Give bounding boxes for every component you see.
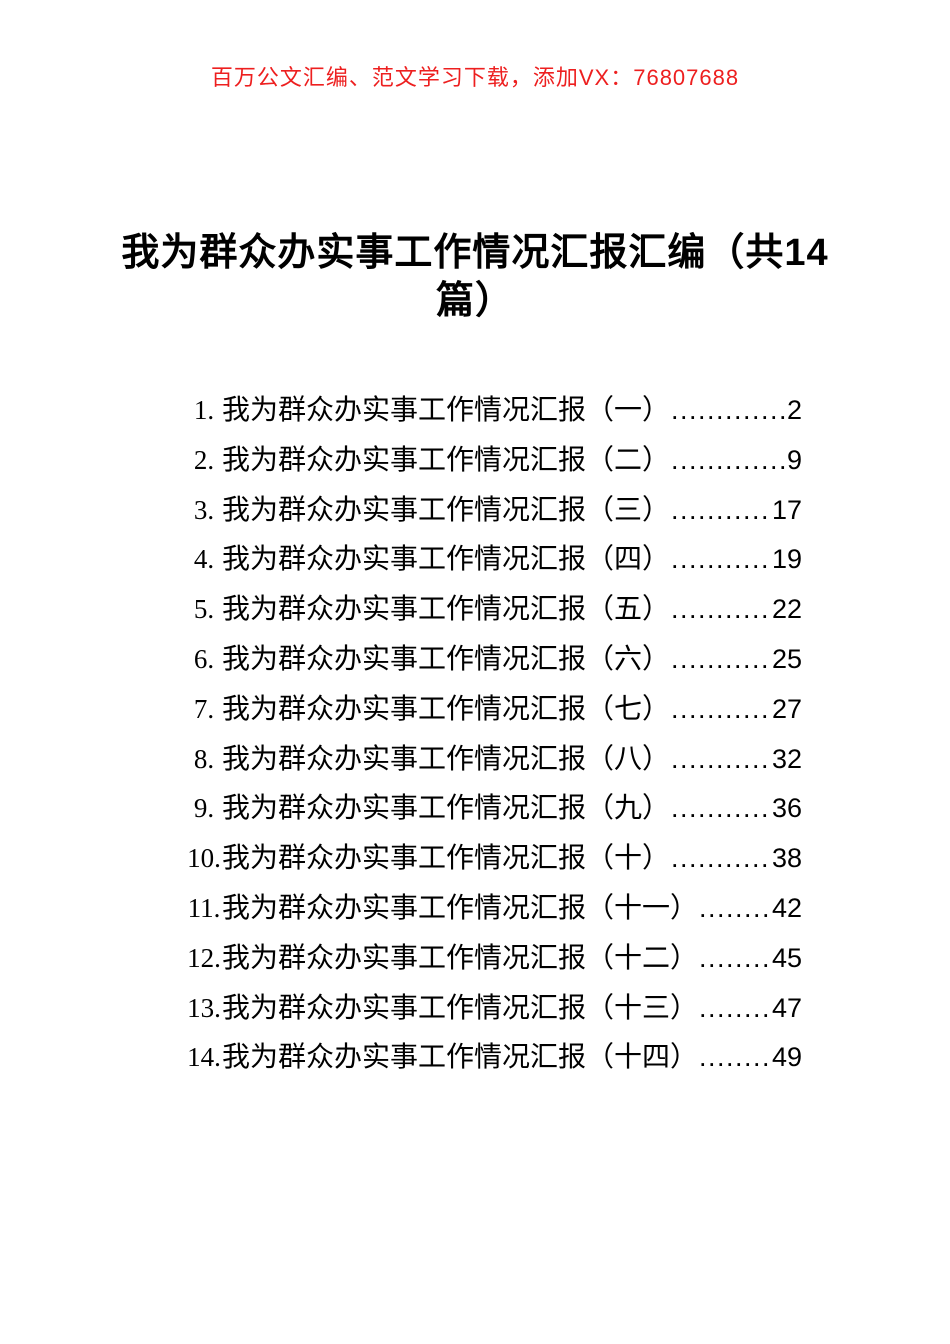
toc-item-label: 我为群众办实事工作情况汇报（七） [222, 692, 671, 724]
toc-item[interactable]: 9. 我为群众办实事工作情况汇报（九） ....................… [186, 777, 802, 827]
document-title: 我为群众办实事工作情况汇报汇编（共14 篇） [0, 229, 950, 325]
toc-item[interactable]: 3. 我为群众办实事工作情况汇报（三） ....................… [186, 479, 802, 529]
toc-item-number: 14. [187, 1042, 221, 1073]
document-title-line-2: 篇） [435, 280, 514, 322]
toc-page-number: 36 [771, 793, 802, 824]
toc-page-number: 38 [771, 843, 802, 874]
toc-item[interactable]: 11. 我为群众办实事工作情况汇报（十一） ..................… [186, 877, 802, 927]
toc-leader-dots: ........................................… [671, 594, 771, 625]
toc-item[interactable]: 10. 我为群众办实事工作情况汇报（十） ...................… [186, 827, 802, 877]
toc-page-number: 2 [786, 395, 802, 425]
toc-page-number: 22 [771, 594, 802, 625]
toc-leader-dots: ........................................… [699, 992, 771, 1023]
toc-item-number: 4. [193, 544, 215, 575]
toc-item-label: 我为群众办实事工作情况汇报（二） [222, 443, 671, 475]
toc-item-number: 13. [187, 992, 221, 1023]
toc-item-number: 3. [193, 494, 215, 525]
toc-leader-dots: ........................................… [671, 743, 771, 774]
toc-item[interactable]: 5. 我为群众办实事工作情况汇报（五） ....................… [186, 578, 802, 628]
toc-item-label: 我为群众办实事工作情况汇报（八） [222, 742, 671, 774]
toc-page-number: 47 [771, 992, 802, 1023]
toc-item-number: 12. [187, 942, 221, 973]
toc-page-number: 9 [786, 444, 802, 475]
toc-item-number: 1. [193, 395, 215, 425]
toc-item-label: 我为群众办实事工作情况汇报（十二） [222, 941, 699, 973]
promo-header-text: 百万公文汇编、范文学习下载，添加VX：76807688 [210, 65, 740, 90]
toc-page-number: 49 [771, 1042, 802, 1073]
toc-item-label: 我为群众办实事工作情况汇报（九） [222, 792, 671, 824]
toc-item[interactable]: 2. 我为群众办实事工作情况汇报（二） ....................… [186, 429, 802, 479]
toc-item-number: 6. [193, 643, 215, 674]
toc-leader-dots: ........................................… [671, 843, 771, 874]
toc-item[interactable]: 13. 我为群众办实事工作情况汇报（十三） ..................… [186, 977, 802, 1027]
toc-item-label: 我为群众办实事工作情况汇报（十四） [222, 1041, 699, 1073]
toc-item-number: 2. [193, 444, 215, 475]
toc-item-number: 10. [187, 843, 221, 874]
toc-item[interactable]: 8. 我为群众办实事工作情况汇报（八） ....................… [186, 728, 802, 778]
toc-item-number: 8. [193, 743, 215, 774]
toc-leader-dots: ........................................… [671, 444, 786, 475]
toc-item-label: 我为群众办实事工作情况汇报（三） [222, 493, 671, 525]
toc-page-number: 45 [771, 942, 802, 973]
toc-item[interactable]: 6. 我为群众办实事工作情况汇报（六） ....................… [186, 628, 802, 678]
toc-item-label: 我为群众办实事工作情况汇报（十三） [222, 991, 699, 1023]
toc-page-number: 17 [771, 494, 802, 525]
toc-page-number: 42 [771, 892, 802, 923]
toc-leader-dots: ........................................… [671, 793, 771, 824]
toc-item-number: 9. [193, 793, 215, 824]
toc-item[interactable]: 1. 我为群众办实事工作情况汇报（一） ....................… [186, 379, 802, 429]
toc-page-number: 27 [771, 693, 802, 724]
toc-item[interactable]: 7. 我为群众办实事工作情况汇报（七） ....................… [186, 678, 802, 728]
toc-item-label: 我为群众办实事工作情况汇报（六） [222, 642, 671, 674]
toc-page-number: 19 [771, 544, 802, 575]
toc-item[interactable]: 12. 我为群众办实事工作情况汇报（十二） ..................… [186, 927, 802, 977]
toc-item-label: 我为群众办实事工作情况汇报（十） [222, 842, 671, 874]
toc-page-number: 25 [771, 643, 802, 674]
toc-item-number: 11. [187, 892, 221, 923]
toc-item[interactable]: 4. 我为群众办实事工作情况汇报（四） ....................… [186, 528, 802, 578]
toc-page-number: 32 [771, 743, 802, 774]
toc-leader-dots: ........................................… [699, 1042, 771, 1073]
toc-leader-dots: ........................................… [671, 395, 786, 425]
toc-leader-dots: ........................................… [699, 942, 771, 973]
toc-leader-dots: ........................................… [671, 693, 771, 724]
toc-leader-dots: ........................................… [699, 892, 771, 923]
toc-list: 1. 我为群众办实事工作情况汇报（一） ....................… [186, 379, 802, 1076]
toc-leader-dots: ........................................… [671, 544, 771, 575]
toc-item-label: 我为群众办实事工作情况汇报（一） [222, 394, 671, 425]
toc-leader-dots: ........................................… [671, 643, 771, 674]
toc-item-number: 5. [193, 594, 215, 625]
toc-item[interactable]: 14. 我为群众办实事工作情况汇报（十四） ..................… [186, 1026, 802, 1076]
toc-item-label: 我为群众办实事工作情况汇报（五） [222, 593, 671, 625]
toc-item-label: 我为群众办实事工作情况汇报（十一） [222, 891, 699, 923]
toc-item-number: 7. [193, 693, 215, 724]
document-title-line-1: 我为群众办实事工作情况汇报汇编（共14 [121, 232, 829, 274]
toc-item-label: 我为群众办实事工作情况汇报（四） [222, 543, 671, 575]
toc-leader-dots: ........................................… [671, 494, 771, 525]
